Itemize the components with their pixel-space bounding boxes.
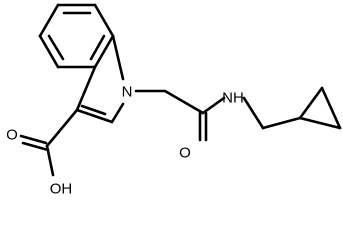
bond bbox=[45, 108, 79, 148]
bond bbox=[93, 3, 115, 38]
carboxylic-acid bbox=[19, 108, 79, 177]
atom-label-o-acid: O bbox=[6, 127, 18, 144]
bond bbox=[75, 108, 114, 124]
bond bbox=[298, 116, 342, 130]
bond bbox=[201, 96, 226, 115]
bond bbox=[242, 96, 265, 130]
cyclopropylmethyl bbox=[242, 86, 342, 130]
atom-label-oh-acid: OH bbox=[50, 181, 73, 198]
bond bbox=[19, 134, 48, 145]
bond bbox=[320, 86, 342, 130]
benzene-ring bbox=[38, 3, 115, 69]
amide-chain bbox=[134, 89, 226, 142]
bond bbox=[111, 34, 125, 81]
bond bbox=[75, 65, 97, 112]
double-bond-inner bbox=[89, 34, 106, 61]
bond bbox=[38, 3, 60, 38]
double-bond-inner bbox=[80, 104, 107, 116]
double-bond-inner bbox=[47, 34, 65, 61]
molecule-structure: N NH O OH O bbox=[6, 3, 342, 198]
pyrrole-ring bbox=[75, 34, 125, 124]
bond bbox=[21, 141, 50, 152]
atom-label-o-amide: O bbox=[179, 145, 191, 162]
bond bbox=[110, 102, 125, 124]
atom-label-n-indole: N bbox=[122, 84, 133, 101]
bond bbox=[298, 86, 324, 120]
atom-label-nh-amide: NH bbox=[222, 90, 244, 107]
bond bbox=[38, 34, 60, 69]
bond bbox=[163, 89, 205, 115]
bond bbox=[93, 34, 115, 69]
bond bbox=[261, 116, 302, 130]
